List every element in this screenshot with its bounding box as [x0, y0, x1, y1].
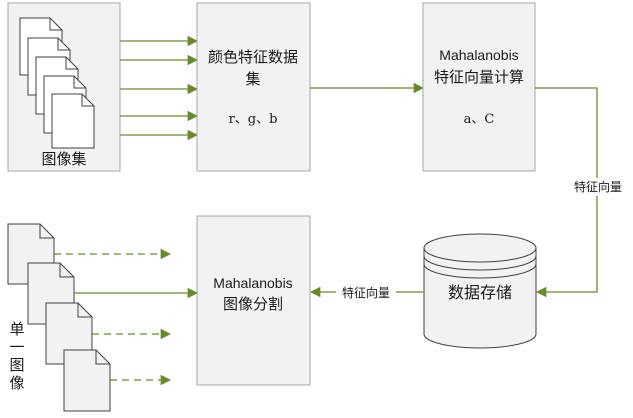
data-storage-cylinder: 数据存储 [423, 233, 537, 349]
mahalanobis-calc-title-line2: 特征向量计算 [434, 68, 524, 86]
single-image-char-1: 单 [9, 320, 24, 338]
single-image-char-2: 一 [9, 338, 24, 356]
mahalanobis-calc-box: Mahalanobis 特征向量计算 a、C [422, 2, 536, 172]
edge-label-feature-vector-right: 特征向量 [574, 179, 622, 194]
mahalanobis-calc-title-line1: Mahalanobis [439, 47, 518, 63]
color-feature-params: r、g、b [229, 112, 278, 127]
single-image-char-3: 图 [9, 356, 24, 374]
color-feature-box: 颜色特征数据 集 r、g、b [196, 2, 311, 172]
edge-label-feature-vector-bottom: 特征向量 [342, 285, 390, 300]
color-feature-title-line1: 颜色特征数据 [208, 48, 298, 66]
single-image-char-4: 像 [9, 374, 24, 392]
single-image-documents [7, 223, 111, 412]
mahalanobis-segmentation-box: Mahalanobis 图像分割 [196, 215, 311, 386]
segmentation-title-line1: Mahalanobis [213, 275, 292, 291]
image-set-label: 图像集 [41, 150, 86, 168]
single-image-doc-4 [63, 349, 111, 412]
single-image-vertical-label: 单 一 图 像 [9, 320, 24, 392]
image-set-panel: 图像集 [7, 2, 121, 172]
data-storage-label: 数据存储 [448, 283, 512, 302]
segmentation-title-line2: 图像分割 [223, 295, 283, 313]
single-image-doc-3 [45, 302, 93, 365]
color-feature-title-line2: 集 [245, 70, 260, 88]
mahalanobis-calc-params: a、C [464, 112, 495, 127]
document-stack-icon [19, 17, 95, 149]
image-set-arrows [120, 35, 199, 141]
single-image-arrows [54, 248, 199, 386]
